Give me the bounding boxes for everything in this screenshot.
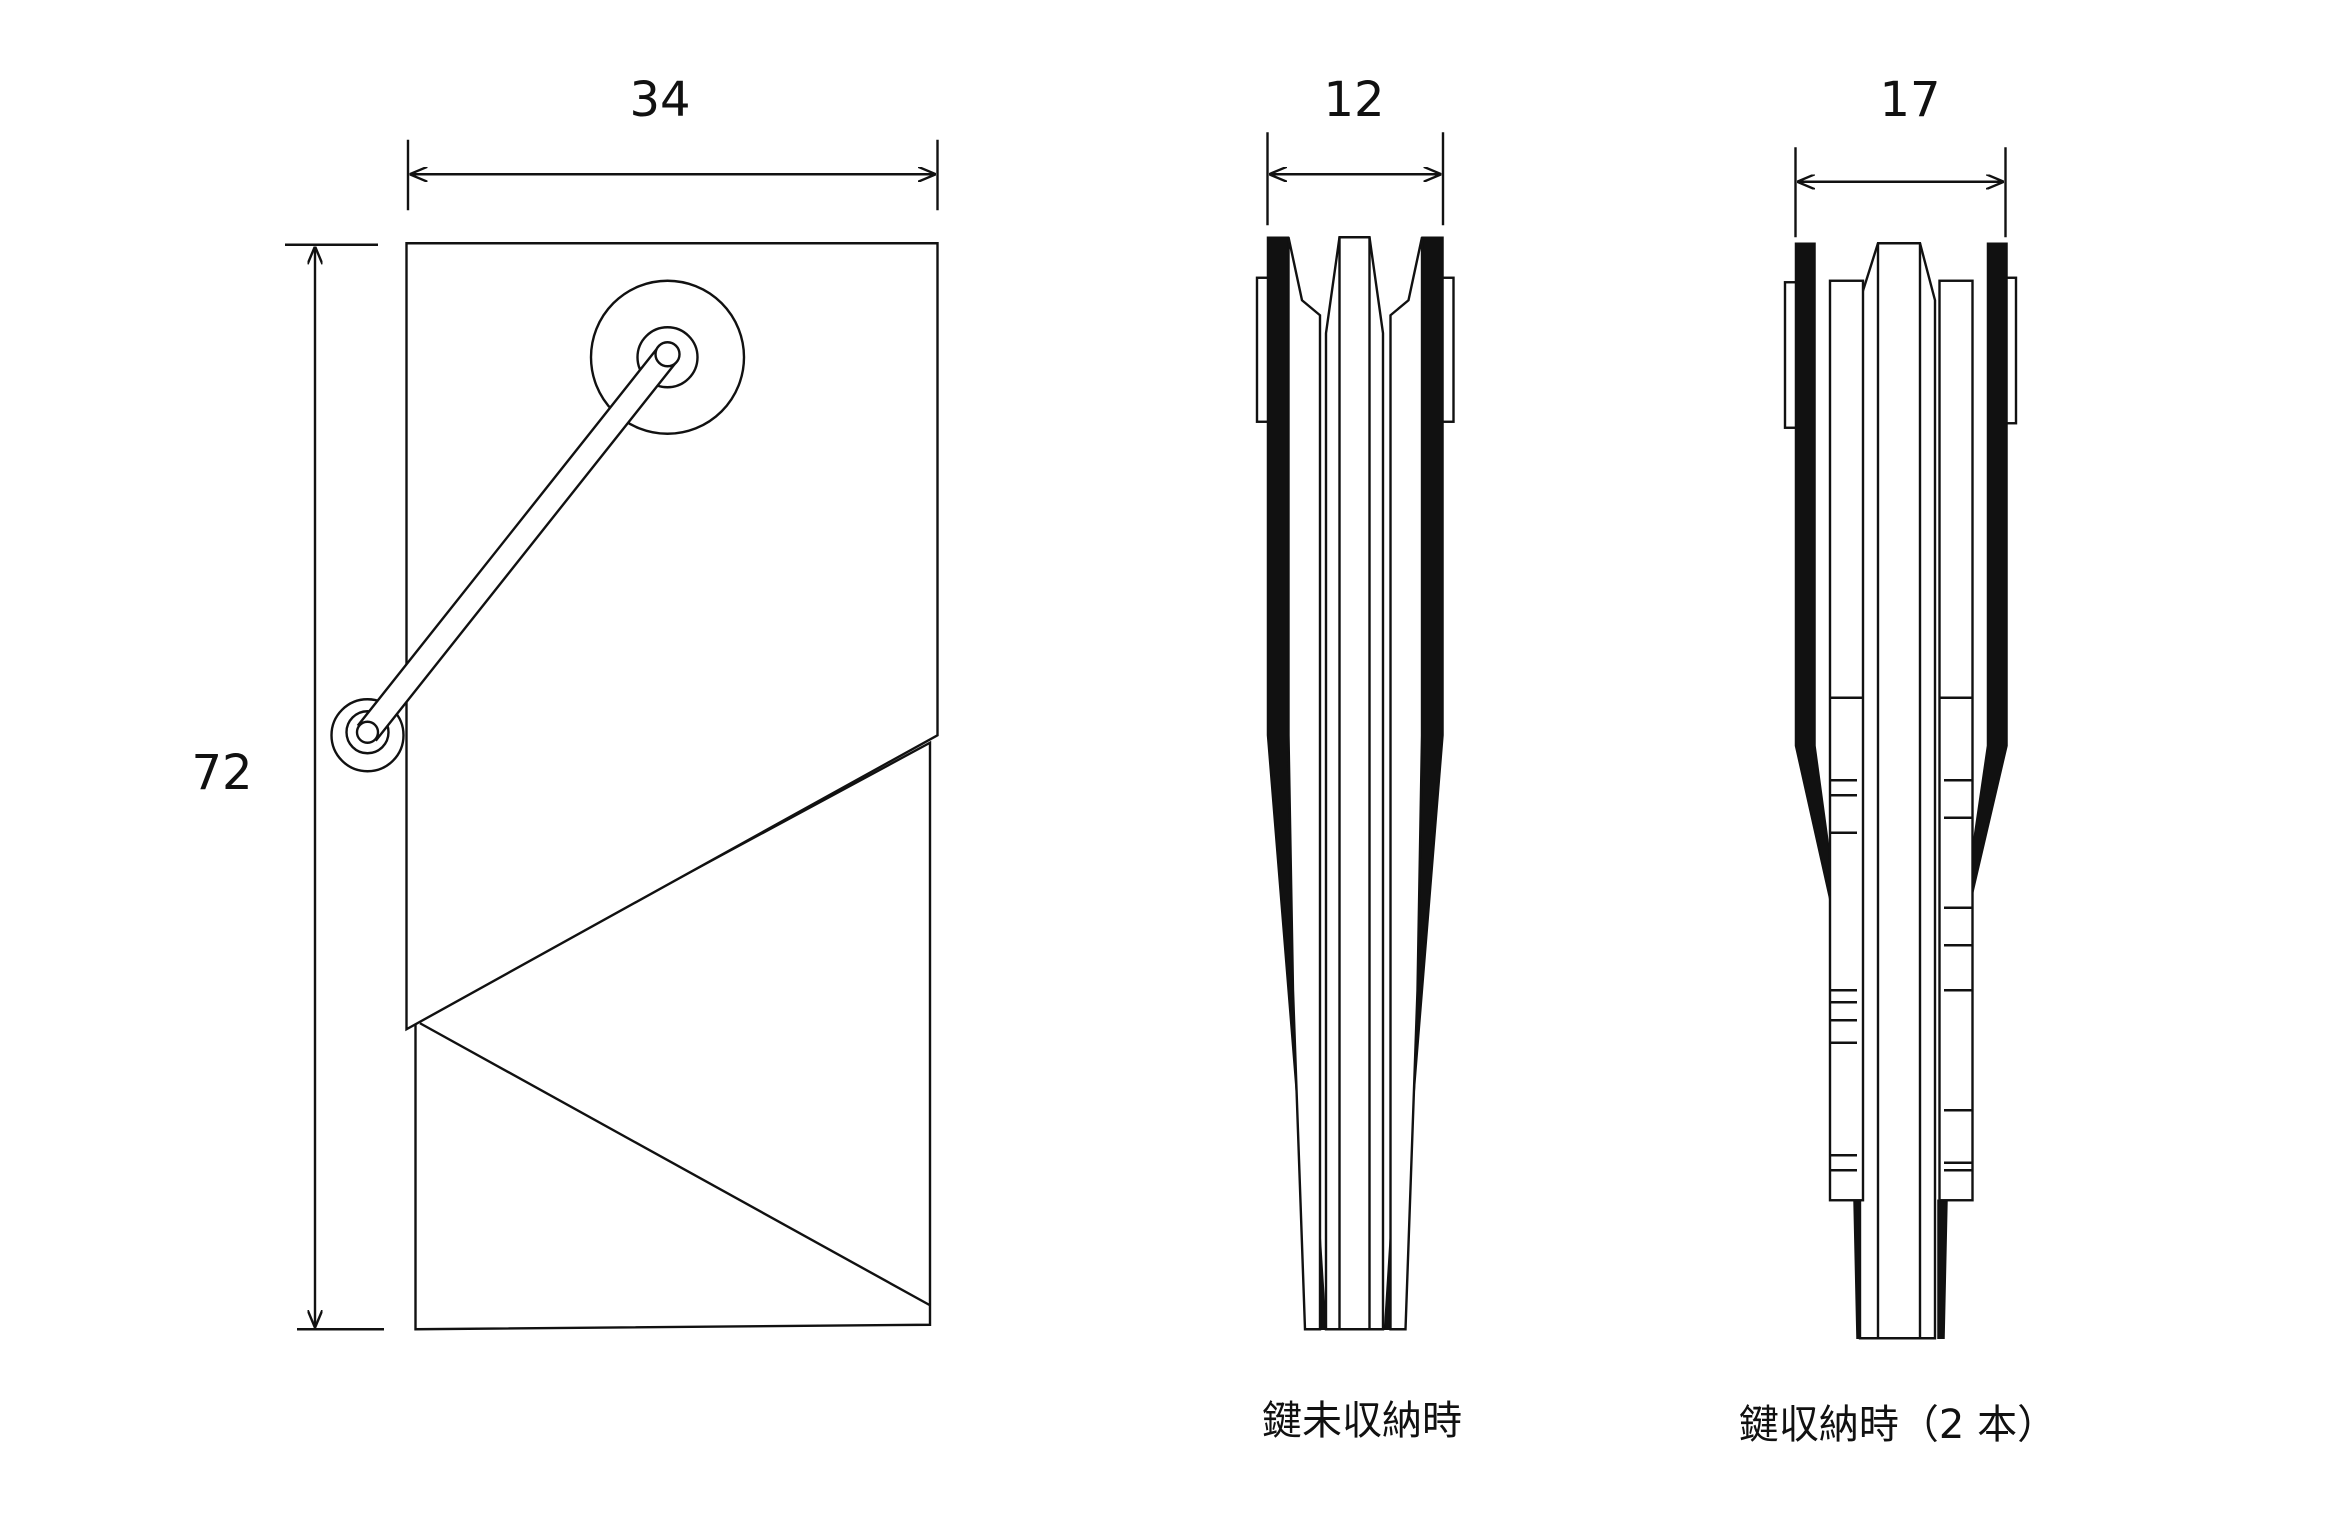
key-right — [1938, 279, 1974, 1202]
center-plate — [1858, 242, 1937, 1340]
height-label-72: 72 — [191, 745, 253, 801]
caption-with-two-keys: 鍵収納時（2 本） — [1738, 1402, 2058, 1448]
dimension-height-72 — [285, 243, 384, 1331]
dimension-width-34 — [406, 139, 939, 211]
front-view — [285, 139, 939, 1331]
side-view-empty — [1255, 132, 1455, 1331]
width-label-12: 12 — [1323, 72, 1385, 128]
caption-without-keys: 鍵未収納時 — [1262, 1398, 1462, 1444]
width-label-34: 34 — [629, 72, 691, 128]
dimension-width-17 — [1794, 147, 2007, 238]
center-plate — [1324, 236, 1385, 1331]
dimension-width-12 — [1266, 132, 1445, 226]
side-view-keys — [1783, 147, 2018, 1340]
front-flap — [405, 242, 939, 1032]
key-left — [1828, 279, 1865, 1202]
width-label-17: 17 — [1879, 72, 1941, 128]
